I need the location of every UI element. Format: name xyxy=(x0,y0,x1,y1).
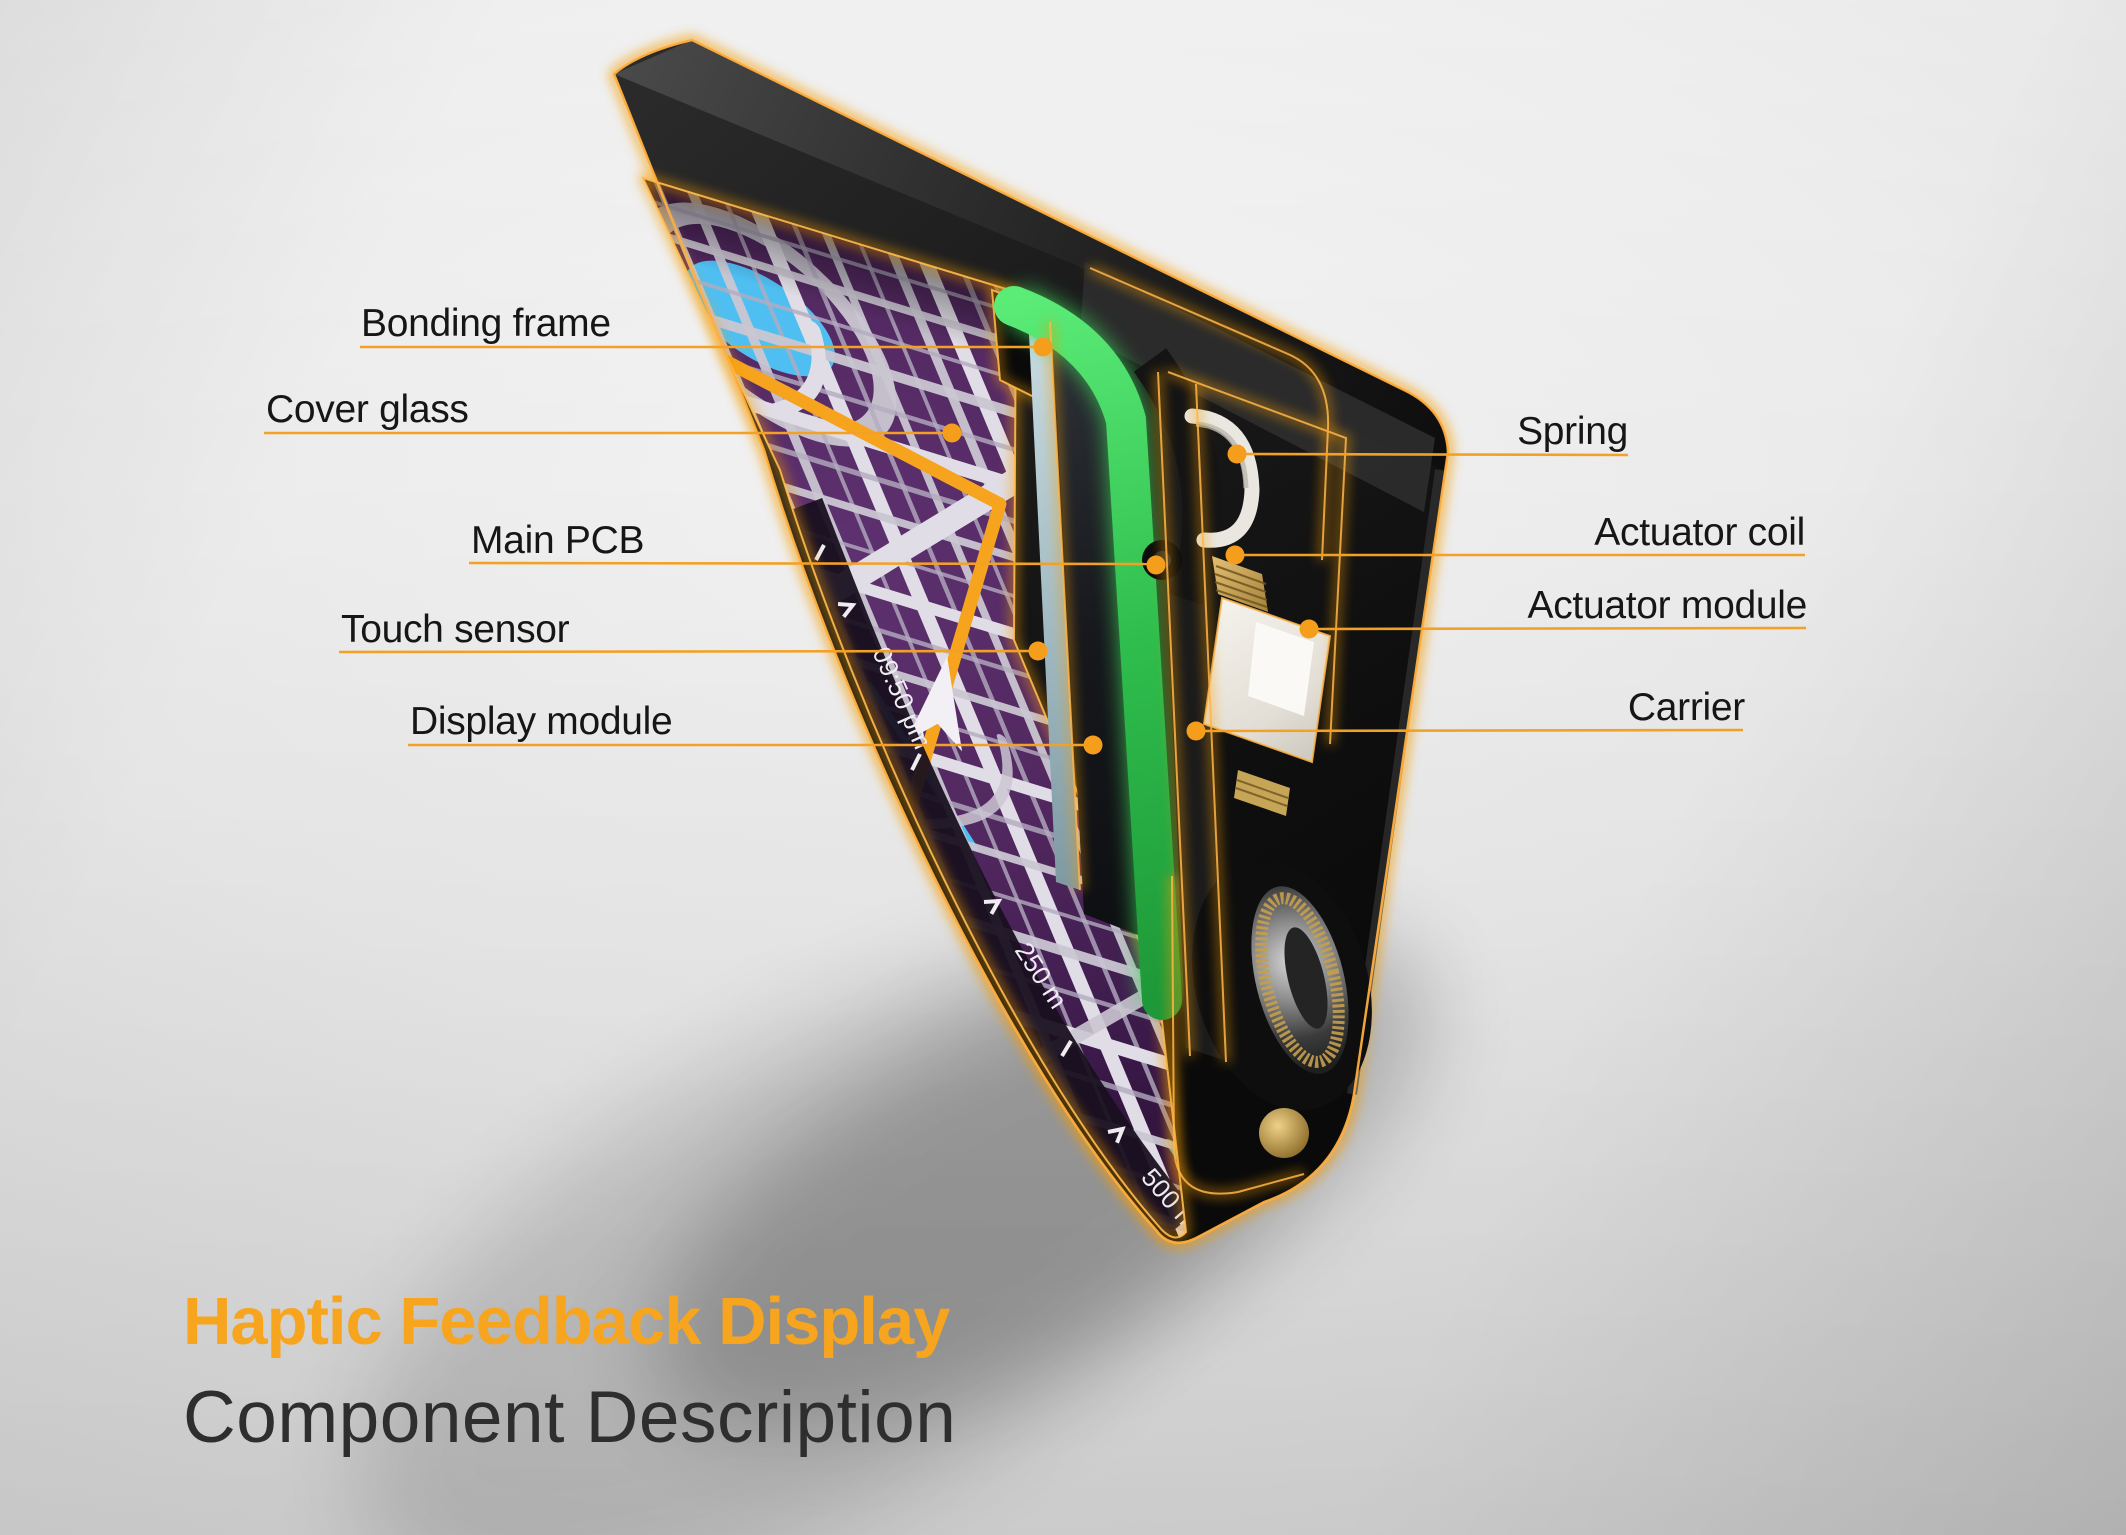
dot-bonding-frame xyxy=(1033,337,1053,357)
label-display-module: Display module xyxy=(410,700,673,743)
page-subtitle: Component Description xyxy=(183,1377,957,1458)
dot-actuator-module xyxy=(1299,619,1319,639)
turn-arrow-icon xyxy=(1107,1126,1126,1144)
dot-cover-glass xyxy=(942,423,962,443)
gold-knob xyxy=(1259,1108,1309,1158)
carrier-layer xyxy=(1158,370,1224,1060)
label-carrier: Carrier xyxy=(1627,686,1745,729)
dot-actuator-coil xyxy=(1225,545,1245,565)
annotation-dots xyxy=(942,337,1319,755)
leader-line-spring xyxy=(1245,452,1629,457)
display-module-layer xyxy=(1052,326,1146,938)
label-cover-glass: Cover glass xyxy=(266,388,469,431)
label-actuator-module: Actuator module xyxy=(1527,584,1808,627)
interior-glows xyxy=(1047,265,1350,1197)
speaker-coil xyxy=(1255,892,1345,1068)
main-pcb-layer xyxy=(994,286,1182,1020)
dot-carrier xyxy=(1186,721,1206,741)
label-touch-sensor: Touch sensor xyxy=(341,608,570,651)
title-block: Haptic Feedback Display Component Descri… xyxy=(183,1283,956,1459)
annotation-lines xyxy=(264,345,1807,747)
map-rim-line xyxy=(641,176,1188,1239)
page-title: Haptic Feedback Display xyxy=(183,1284,950,1359)
label-bonding-frame: Bonding frame xyxy=(361,302,611,345)
turn-arrow-icon xyxy=(837,602,857,619)
map-hud-bar xyxy=(769,497,1186,1238)
module-connector xyxy=(1234,770,1290,816)
device-top-face xyxy=(614,40,1448,486)
dot-touch-sensor xyxy=(1028,641,1048,661)
leader-line-touch-sensor xyxy=(338,649,1030,654)
label-spring: Spring xyxy=(1517,410,1628,453)
device-outline xyxy=(612,38,1450,1244)
map-position-arrow-icon xyxy=(905,656,963,752)
label-main-pcb: Main PCB xyxy=(471,519,645,562)
spring-part xyxy=(1184,408,1260,548)
layer-stack xyxy=(994,285,1372,1158)
dot-display-module xyxy=(1083,735,1103,755)
leader-line-main-pcb xyxy=(468,561,1148,566)
dot-main-pcb xyxy=(1146,555,1166,575)
device-illustration: 09:50 pm 250 m 500 m xyxy=(608,35,1453,1248)
label-actuator-coil: Actuator coil xyxy=(1594,511,1805,554)
dot-spring xyxy=(1227,444,1247,464)
turn-arrow-icon xyxy=(983,898,1003,915)
leader-line-carrier xyxy=(1204,728,1744,733)
leader-line-actuator-module xyxy=(1317,626,1807,631)
